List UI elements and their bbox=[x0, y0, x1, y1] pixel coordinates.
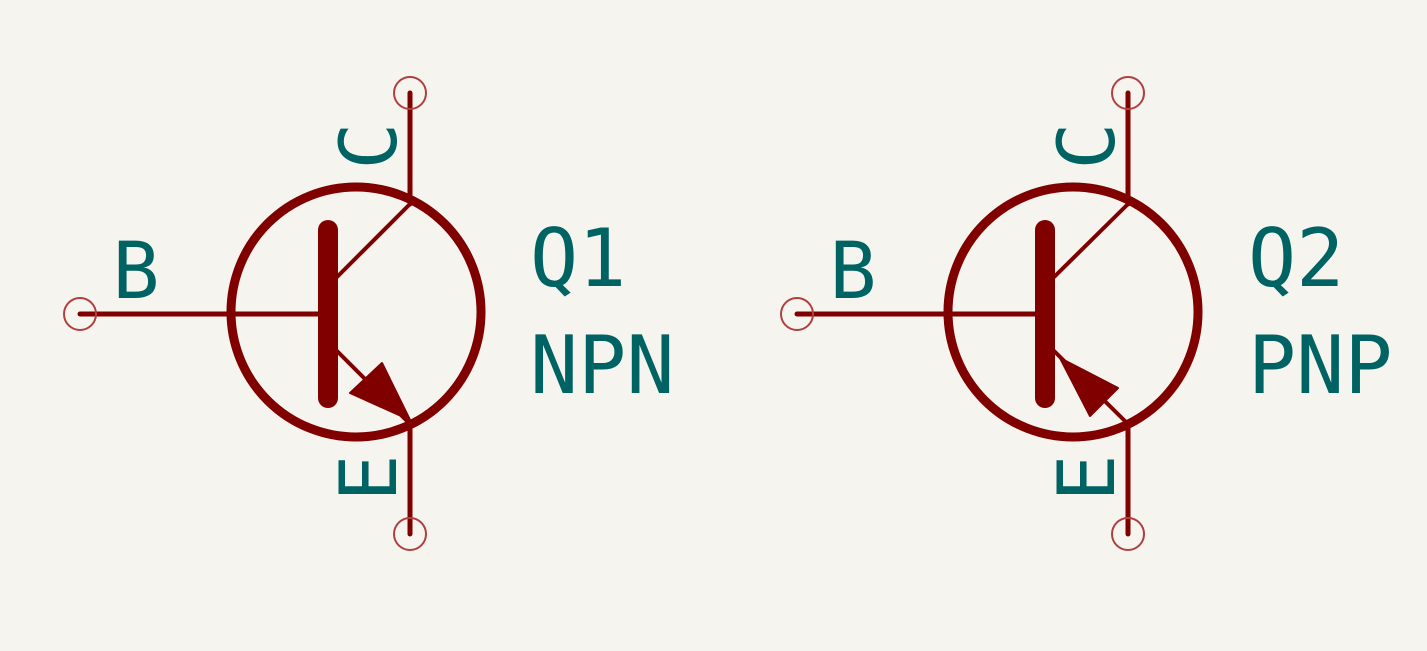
q1-reference-label: Q1 bbox=[530, 212, 626, 305]
q1-value-label: NPN bbox=[530, 319, 675, 412]
q1-pin-label-emitter: E bbox=[325, 455, 415, 502]
q2-pin-label-emitter: E bbox=[1043, 455, 1133, 502]
q1-pin-label-base: B bbox=[113, 227, 160, 317]
q2-reference-label: Q2 bbox=[1248, 212, 1344, 305]
q2-pin-marker-emitter[interactable] bbox=[1111, 517, 1145, 551]
q2-pin-label-collector: C bbox=[1043, 123, 1133, 170]
q2-pin-markers bbox=[780, 76, 1145, 551]
q2-value-label: PNP bbox=[1248, 319, 1393, 412]
q2-pin-label-base: B bbox=[830, 227, 877, 317]
q1-pin-marker-collector[interactable] bbox=[393, 76, 427, 110]
q2-collector-diagonal bbox=[1047, 202, 1130, 284]
q2-pin-marker-collector[interactable] bbox=[1111, 76, 1145, 110]
q1-pin-label-collector: C bbox=[325, 123, 415, 170]
q1-pin-markers bbox=[63, 76, 427, 551]
transistor-q2[interactable] bbox=[794, 90, 1203, 537]
q1-emitter-arrow-icon bbox=[349, 362, 411, 421]
transistor-q1[interactable] bbox=[77, 90, 486, 537]
q2-emitter-arrow-icon bbox=[1059, 357, 1119, 417]
q2-pin-marker-base[interactable] bbox=[780, 297, 814, 331]
q1-pin-marker-emitter[interactable] bbox=[393, 517, 427, 551]
q1-pin-marker-base[interactable] bbox=[63, 297, 97, 331]
q1-collector-diagonal bbox=[330, 202, 412, 284]
